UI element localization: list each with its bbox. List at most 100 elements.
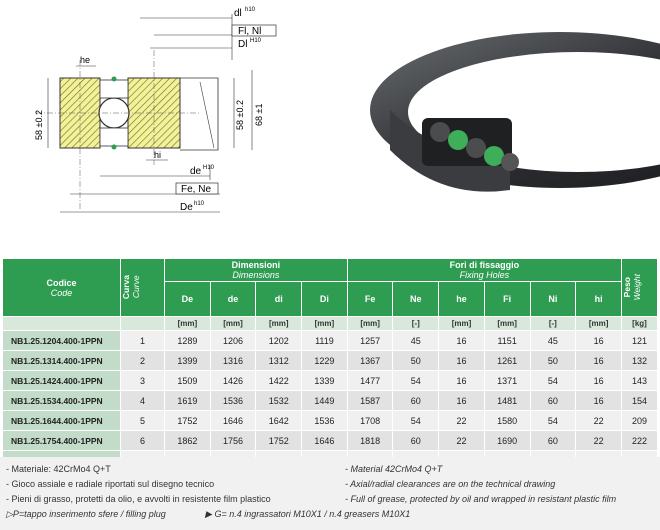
value-cell: 54: [529, 370, 577, 391]
curve-cell: 2: [120, 350, 165, 371]
dim-De-sup: h10: [194, 201, 205, 207]
code-cell: NB1.25.1534.400-1PPN: [2, 390, 121, 411]
value-cell: 209: [621, 410, 658, 431]
notes-footer: - Materiale: 42CrMo4 Q+T - Gioco assiale…: [0, 457, 660, 530]
dim-dl-sup: h10: [245, 7, 256, 13]
value-cell: 16: [438, 370, 485, 391]
unit-cell: [mm]: [164, 316, 211, 331]
value-cell: 1206: [209, 330, 257, 351]
value-cell: 1316: [209, 350, 257, 371]
col-header: Fe: [346, 281, 394, 317]
value-cell: 22: [575, 410, 622, 431]
slewing-ring-photo: [370, 32, 660, 192]
dim-fe-ne-label: Fe, Ne: [181, 184, 211, 195]
col-header: he: [438, 281, 485, 317]
note-grease-it: - Pieni di grasso, protetti da olio, e a…: [6, 494, 271, 504]
unit-cell: [mm]: [346, 316, 394, 331]
unit-cell: [-]: [392, 316, 440, 331]
value-cell: 154: [621, 390, 658, 411]
value-cell: 1532: [255, 390, 303, 411]
value-cell: 16: [575, 390, 622, 411]
unit-cell: [mm]: [209, 316, 257, 331]
dim-hi-label: hi: [154, 150, 161, 160]
value-cell: 1229: [301, 350, 348, 371]
note-material-it: - Materiale: 42CrMo4 Q+T: [6, 464, 111, 474]
value-cell: 1312: [255, 350, 303, 371]
unit-cell: [mm]: [301, 316, 348, 331]
value-cell: 1151: [483, 330, 531, 351]
note-grease-en: - Full of grease, protected by oil and w…: [345, 494, 617, 504]
code-cell: NB1.25.1644.400-1PPN: [2, 410, 121, 431]
value-cell: 54: [392, 410, 440, 431]
value-cell: 16: [575, 350, 622, 371]
value-cell: 1536: [209, 390, 257, 411]
dim-de-label: de: [190, 166, 202, 177]
value-cell: 1422: [255, 370, 303, 391]
value-cell: 1580: [483, 410, 531, 431]
col-header: Fi: [483, 281, 531, 317]
curve-cell: 1: [120, 330, 165, 351]
value-cell: 1257: [346, 330, 394, 351]
value-cell: 1752: [255, 430, 303, 451]
unit-cell: [mm]: [255, 316, 303, 331]
value-cell: 60: [529, 390, 577, 411]
value-cell: 222: [621, 430, 658, 451]
col-header: de: [209, 281, 257, 317]
value-cell: 54: [529, 410, 577, 431]
note-filling-plug: ▷P=tappo inserimento sfere / filling plu…: [6, 509, 166, 519]
value-cell: 1261: [483, 350, 531, 371]
value-cell: 1752: [164, 410, 211, 431]
unit-cell: [-]: [529, 316, 577, 331]
unit-cell: [kg]: [621, 316, 658, 331]
curve-cell: 3: [120, 370, 165, 391]
value-cell: 22: [575, 430, 622, 451]
value-cell: 22: [438, 410, 485, 431]
value-cell: 143: [621, 370, 658, 391]
value-cell: 1399: [164, 350, 211, 371]
value-cell: 1646: [301, 430, 348, 451]
code-cell: NB1.25.1754.400-1PPN: [2, 430, 121, 451]
dim-he-label: he: [80, 55, 90, 65]
value-cell: 1690: [483, 430, 531, 451]
ball-row: [430, 122, 519, 171]
value-cell: 1289: [164, 330, 211, 351]
note-clearance-it: - Gioco assiale e radiale riportati sul …: [6, 479, 215, 489]
col-header: Di: [301, 281, 348, 317]
col-header: Ne: [392, 281, 440, 317]
col-header: De: [164, 281, 211, 317]
dim-fl-nl-label: Fl, Nl: [238, 26, 261, 37]
value-cell: 22: [438, 430, 485, 451]
note-greasers: ▶ G= n.4 ingrassatori M10X1 / n.4 grease…: [205, 509, 411, 519]
value-cell: 1619: [164, 390, 211, 411]
value-cell: 1587: [346, 390, 394, 411]
value-cell: 1646: [209, 410, 257, 431]
value-cell: 1449: [301, 390, 348, 411]
value-cell: 54: [392, 370, 440, 391]
note-clearance-en: - Axial/radial clearances are on the tec…: [345, 479, 556, 489]
value-cell: 1202: [255, 330, 303, 351]
value-cell: 1371: [483, 370, 531, 391]
col-header: Ni: [529, 281, 577, 317]
curve-cell: 4: [120, 390, 165, 411]
greaser-icon: ▶: [205, 509, 212, 519]
code-cell: NB1.25.1314.400-1PPN: [2, 350, 121, 371]
dim-58-left: 58 ±0.2: [34, 110, 44, 140]
filling-plug-icon: ▷: [6, 509, 13, 519]
note-material-en: - Material 42CrMo4 Q+T: [345, 464, 443, 474]
unit-cell: [mm]: [483, 316, 531, 331]
value-cell: 16: [575, 330, 622, 351]
dim-dl-label: dl: [234, 8, 242, 19]
value-cell: 45: [392, 330, 440, 351]
value-cell: 1119: [301, 330, 348, 351]
value-cell: 1756: [209, 430, 257, 451]
dim-68: 68 ±1: [254, 104, 264, 126]
value-cell: 1708: [346, 410, 394, 431]
